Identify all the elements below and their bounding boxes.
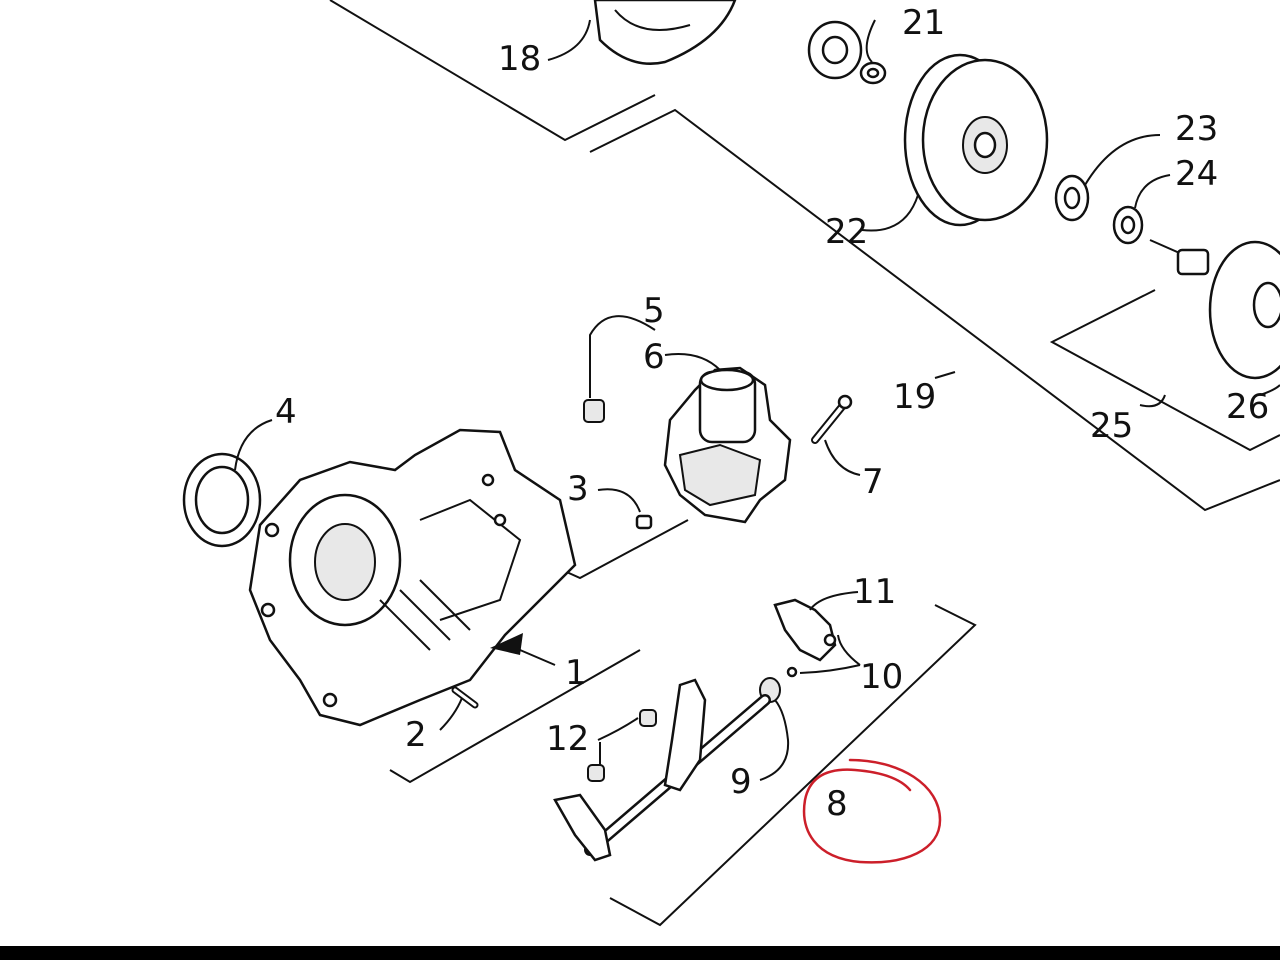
group-bracket-lines — [329, 0, 1280, 927]
part-12-nut — [587, 709, 657, 782]
label-23: 23 — [1175, 109, 1218, 149]
label-4: 4 — [275, 392, 297, 432]
label-5: 5 — [643, 291, 665, 331]
label-22: 22 — [825, 212, 868, 252]
part-7-bolt — [811, 394, 853, 444]
leader-lines — [234, 19, 1280, 781]
label-1: 1 — [565, 653, 587, 693]
part-24-washer — [1112, 205, 1144, 245]
label-11: 11 — [853, 572, 896, 612]
label-21: 21 — [902, 3, 945, 43]
label-2: 2 — [405, 715, 427, 755]
bottom-black-bar — [0, 946, 1280, 960]
part-8-shift-fork-shaft — [553, 678, 771, 862]
part-1-case-housing — [248, 428, 577, 727]
label-7: 7 — [862, 462, 884, 502]
label-12: 12 — [546, 719, 589, 759]
red-circle-annotation — [802, 758, 942, 864]
label-8: 8 — [826, 784, 848, 824]
part-11-shift-lever — [773, 598, 837, 662]
label-24: 24 — [1175, 154, 1218, 194]
label-18: 18 — [498, 39, 541, 79]
label-26: 26 — [1226, 387, 1269, 427]
part-26-shaft-gear — [1149, 239, 1280, 380]
label-9: 9 — [730, 762, 752, 802]
label-3: 3 — [567, 469, 589, 509]
part-4-seal — [182, 452, 262, 548]
label-19: 19 — [893, 377, 936, 417]
part-20-bearing — [807, 20, 863, 80]
part-2-dowel-pin — [451, 686, 479, 709]
part-23-washer — [1054, 174, 1090, 222]
label-6: 6 — [643, 337, 665, 377]
label-25: 25 — [1090, 406, 1133, 446]
part-10-pin — [786, 666, 798, 678]
part-5-fitting — [583, 399, 605, 423]
part-22-gear-drum — [903, 53, 1049, 227]
part-6-shift-motor — [663, 366, 792, 524]
part-3-dowel — [635, 514, 653, 530]
label-10: 10 — [860, 657, 903, 697]
part-labels: 18 21 22 23 24 25 26 19 5 6 4 3 7 1 2 11… — [275, 3, 1269, 824]
part-21-washer — [859, 61, 887, 85]
part-18-housing — [593, 0, 737, 65]
